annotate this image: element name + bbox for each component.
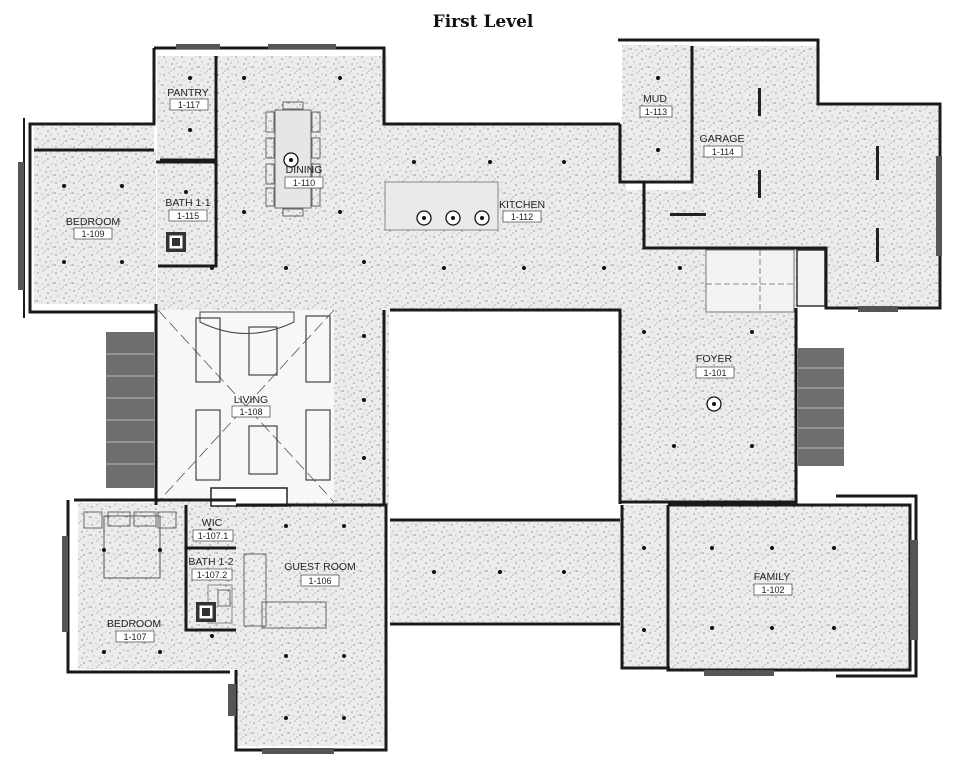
room-label-bath-1-1: BATH 1-1 1-115: [165, 197, 211, 222]
room-number: 1-106: [308, 576, 331, 586]
room-label-mud: MUD 1-113: [639, 93, 673, 118]
room-name: FAMILY: [754, 571, 791, 583]
room-name: GARAGE: [700, 133, 745, 145]
windows: [18, 44, 942, 754]
room-label-bedroom-109: BEDROOM 1-109: [66, 216, 120, 240]
room-name: LIVING: [234, 394, 268, 406]
plan-title: First Level: [432, 12, 534, 32]
room-label-bedroom-107: BEDROOM 1-107: [107, 618, 161, 643]
room-number: 1-110: [293, 178, 315, 188]
room-name: KITCHEN: [499, 199, 545, 211]
room-name: BATH 1-1: [165, 197, 210, 209]
room-name: BATH 1-2: [188, 556, 233, 568]
room-label-foyer: FOYER 1-101: [695, 353, 735, 379]
room-number: 1-107: [123, 632, 146, 642]
room-label-kitchen: KITCHEN 1-112: [499, 199, 545, 223]
room-number: 1-109: [81, 229, 104, 239]
room-number: 1-113: [645, 107, 667, 117]
room-name: WIC: [202, 517, 223, 529]
room-label-pantry: PANTRY 1-117: [167, 87, 209, 111]
room-label-family: FAMILY 1-102: [753, 571, 793, 596]
courtyard: [390, 310, 620, 520]
room-number: 1-107.2: [197, 570, 228, 580]
entry-steps: [705, 249, 826, 313]
room-name: PANTRY: [167, 87, 209, 99]
room-number: 1-117: [178, 100, 200, 110]
room-name: BEDROOM: [107, 618, 161, 630]
room-label-garage: GARAGE 1-114: [700, 133, 745, 158]
room-name: DINING: [286, 164, 323, 176]
room-number: 1-101: [703, 368, 726, 378]
room-number: 1-115: [177, 211, 199, 221]
room-name: FOYER: [696, 353, 733, 365]
room-name: GUEST ROOM: [284, 561, 356, 573]
room-label-wic: WIC 1-107.1: [192, 517, 234, 542]
recessed-lights: [62, 76, 836, 720]
garage-bars: [670, 88, 879, 262]
room-name: BEDROOM: [66, 216, 120, 228]
room-label-guest-room: GUEST ROOM 1-106: [284, 561, 356, 587]
room-number: 1-112: [511, 212, 533, 222]
room-label-living: LIVING 1-108: [231, 394, 271, 418]
bath-fixtures: [166, 232, 231, 622]
room-number: 1-107.1: [198, 531, 229, 541]
room-name: MUD: [643, 93, 667, 105]
room-number: 1-114: [712, 147, 734, 157]
room-number: 1-108: [239, 407, 262, 417]
room-labels: PANTRY 1-117 DINING 1-110 BEDROOM 1-109 …: [66, 87, 793, 643]
room-label-bath-1-2: BATH 1-2 1-107.2: [188, 556, 234, 581]
exterior-decks: [106, 332, 844, 488]
walls: [23, 38, 942, 752]
room-label-dining: DINING 1-110: [284, 164, 324, 189]
light-fixture-centers: [289, 158, 716, 406]
room-number: 1-102: [761, 585, 784, 595]
